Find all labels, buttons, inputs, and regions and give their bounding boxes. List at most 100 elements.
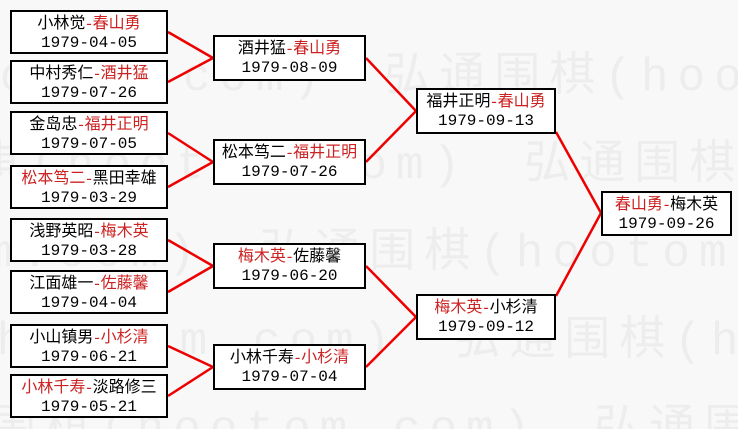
match-box-r1-2: 中村秀仁-酒井猛 1979-07-26: [10, 60, 168, 104]
player1-name: 江面雄一: [29, 275, 94, 292]
player2-name: 酒井猛: [100, 65, 149, 82]
connector-line: [365, 110, 417, 163]
player1-name: 金岛忠: [29, 116, 78, 133]
name-separator: -: [78, 116, 84, 133]
name-separator: -: [286, 248, 293, 265]
match-date: 1979-03-29: [40, 189, 137, 207]
connector-line: [167, 160, 214, 189]
match-result: 松本笃二-黑田幸雄: [12, 169, 166, 189]
watermark-text: 弘通围棋(hootom.com): [524, 140, 738, 192]
match-box-r1-7: 小山镇男-小杉清 1979-06-21: [10, 324, 168, 368]
player2-name: 佐藤馨: [100, 275, 149, 292]
match-date: 1979-03-28: [40, 242, 137, 260]
player2-name: 黑田幸雄: [92, 170, 157, 187]
player1-name: 梅木英: [237, 248, 286, 265]
connector-line: [167, 56, 214, 84]
match-result: 江面雄一-佐藤馨: [12, 274, 166, 294]
connector-line: [167, 238, 214, 268]
player2-name: 春山勇: [92, 15, 141, 32]
match-box-r1-6: 江面雄一-佐藤馨 1979-04-04: [10, 270, 168, 314]
player1-name: 浅野英昭: [29, 223, 94, 240]
match-box-r1-8: 小林千寿-淡路修三 1979-05-21: [10, 374, 168, 418]
name-separator: -: [491, 93, 497, 110]
watermark-text: 弘通围棋(hootom.com): [594, 404, 738, 429]
connector-line: [167, 344, 214, 369]
match-date: 1979-07-05: [40, 135, 137, 153]
match-date: 1979-09-12: [437, 318, 534, 336]
match-date: 1979-09-26: [618, 215, 715, 233]
name-separator: -: [86, 170, 92, 187]
player2-name: 小杉清: [301, 349, 350, 366]
player2-name: 佐藤馨: [293, 248, 342, 265]
player2-name: 梅木英: [670, 196, 719, 213]
match-result: 酒井猛-春山勇: [215, 39, 364, 59]
connector-line: [365, 265, 417, 318]
player2-name: 春山勇: [497, 93, 546, 110]
match-result: 梅木英-小杉清: [418, 298, 554, 318]
match-box-r3-1: 福井正明-春山勇 1979-09-13: [416, 88, 556, 134]
match-result: 春山勇-梅木英: [603, 195, 730, 215]
player1-name: 酒井猛: [237, 40, 286, 57]
match-result: 中村秀仁-酒井猛: [12, 64, 166, 84]
player1-name: 春山勇: [614, 196, 663, 213]
connector-line: [167, 30, 214, 60]
match-result: 小林千寿-小杉清: [215, 348, 364, 368]
match-result: 小林觉-春山勇: [12, 14, 166, 34]
match-date: 1979-07-26: [241, 163, 338, 181]
match-box-r1-5: 浅野英昭-梅木英 1979-03-28: [10, 218, 168, 262]
match-box-r2-1: 酒井猛-春山勇 1979-08-09: [213, 35, 366, 81]
name-separator: -: [663, 196, 670, 213]
match-result: 松本笃二-福井正明: [215, 143, 364, 163]
player1-name: 小林千寿: [229, 349, 294, 366]
name-separator: -: [94, 275, 100, 292]
match-date: 1979-06-20: [241, 267, 338, 285]
player1-name: 小林千寿: [21, 379, 86, 396]
player1-name: 小山镇男: [29, 329, 94, 346]
match-result: 梅木英-佐藤馨: [215, 247, 364, 267]
match-date: 1979-05-21: [40, 398, 137, 416]
match-box-r2-2: 松本笃二-福井正明 1979-07-26: [213, 139, 366, 185]
name-separator: -: [86, 15, 92, 32]
match-box-r1-1: 小林觉-春山勇 1979-04-05: [10, 10, 168, 54]
connector-line: [167, 264, 214, 294]
connector-line: [167, 365, 214, 398]
match-date: 1979-09-13: [437, 112, 534, 130]
player2-name: 小杉清: [489, 299, 538, 316]
match-result: 金岛忠-福井正明: [12, 115, 166, 135]
player1-name: 福井正明: [426, 93, 491, 110]
connector-line: [365, 316, 417, 368]
player2-name: 春山勇: [293, 40, 342, 57]
name-separator: -: [94, 329, 100, 346]
name-separator: -: [86, 379, 92, 396]
match-box-r2-4: 小林千寿-小杉清 1979-07-04: [213, 344, 366, 390]
match-box-final: 春山勇-梅木英 1979-09-26: [601, 191, 732, 236]
connector-line: [365, 57, 417, 112]
player2-name: 小杉清: [100, 329, 149, 346]
match-result: 小林千寿-淡路修三: [12, 378, 166, 398]
name-separator: -: [294, 349, 301, 366]
match-date: 1979-04-05: [40, 34, 137, 52]
player2-name: 福井正明: [84, 116, 149, 133]
match-date: 1979-07-04: [241, 368, 338, 386]
match-result: 福井正明-春山勇: [418, 92, 554, 112]
player2-name: 福井正明: [293, 144, 358, 161]
player2-name: 梅木英: [100, 223, 149, 240]
name-separator: -: [286, 144, 293, 161]
player1-name: 梅木英: [434, 299, 483, 316]
match-date: 1979-08-09: [241, 59, 338, 77]
connector-line: [554, 212, 603, 297]
match-date: 1979-06-21: [40, 348, 137, 366]
player1-name: 松本笃二: [21, 170, 86, 187]
name-separator: -: [483, 299, 489, 316]
match-result: 浅野英昭-梅木英: [12, 222, 166, 242]
player1-name: 中村秀仁: [29, 65, 94, 82]
match-box-r1-3: 金岛忠-福井正明 1979-07-05: [10, 111, 168, 155]
player1-name: 松本笃二: [221, 144, 286, 161]
match-date: 1979-04-04: [40, 294, 137, 312]
match-box-r3-2: 梅木英-小杉清 1979-09-12: [416, 294, 556, 340]
name-separator: -: [286, 40, 293, 57]
match-result: 小山镇男-小杉清: [12, 328, 166, 348]
connector-line: [554, 131, 603, 214]
match-box-r1-4: 松本笃二-黑田幸雄 1979-03-29: [10, 165, 168, 209]
